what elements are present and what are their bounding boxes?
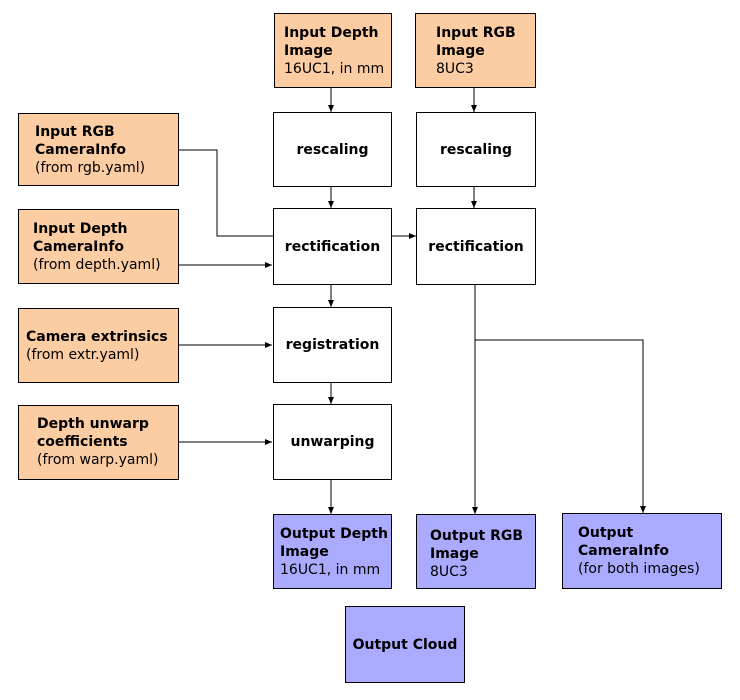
output-camerainfo-box: Output CameraInfo (for both images) <box>562 513 722 589</box>
output-rgb-image-sub: 8UC3 <box>430 564 468 580</box>
output-rgb-image-box: Output RGB Image 8UC3 <box>416 514 536 589</box>
output-camerainfo-title: Output CameraInfo <box>578 525 670 559</box>
output-camerainfo-sub: (for both images) <box>578 561 700 577</box>
output-depth-image-box: Output Depth Image 16UC1, in mm <box>273 514 392 589</box>
input-rgb-camerainfo-title: Input RGB CameraInfo <box>35 124 127 158</box>
input-rgb-camerainfo-box: Input RGB CameraInfo (from rgb.yaml) <box>18 113 179 186</box>
rgb-rescaling-box: rescaling <box>416 112 536 187</box>
output-cloud-title: Output Cloud <box>352 636 458 653</box>
registration-label: registration <box>285 337 380 353</box>
input-depth-image-sub: 16UC1, in mm <box>284 61 385 77</box>
input-extrinsics-box: Camera extrinsics (from extr.yaml) <box>18 308 179 383</box>
rgb-rectification-box: rectification <box>416 208 536 285</box>
input-extrinsics-sub: (from extr.yaml) <box>26 347 140 363</box>
output-rgb-image-title: Output RGB Image <box>430 528 524 562</box>
input-rgb-image-title: Input RGB Image <box>436 25 516 59</box>
input-unwarp-box: Depth unwarp coefficients (from warp.yam… <box>18 405 179 480</box>
input-unwarp-title: Depth unwarp coefficients <box>37 416 149 450</box>
input-depth-image-box: Input Depth Image 16UC1, in mm <box>274 13 392 88</box>
input-depth-camerainfo-sub: (from depth.yaml) <box>33 257 161 273</box>
depth-rescaling-label: rescaling <box>296 141 369 158</box>
input-unwarp-sub: (from warp.yaml) <box>37 452 159 468</box>
unwarping-label: unwarping <box>290 434 375 450</box>
output-cloud-box: Output Cloud <box>345 606 465 683</box>
depth-rectification-label: rectification <box>284 238 381 255</box>
output-depth-image-sub: 16UC1, in mm <box>280 562 381 578</box>
rgb-rectification-label: rectification <box>428 238 524 255</box>
registration-box: registration <box>273 307 392 383</box>
arrow-to-output-camerainfo <box>475 339 646 513</box>
input-rgb-image-box: Input RGB Image 8UC3 <box>415 13 536 88</box>
input-extrinsics-title: Camera extrinsics <box>26 329 168 345</box>
depth-rectification-box: rectification <box>273 208 392 285</box>
rgb-rescaling-label: rescaling <box>439 141 513 158</box>
output-depth-image-title: Output Depth Image <box>280 526 388 560</box>
input-depth-image-title: Input Depth Image <box>284 25 379 59</box>
unwarping-box: unwarping <box>273 404 392 480</box>
input-depth-camerainfo-title: Input Depth CameraInfo <box>33 221 128 255</box>
depth-rescaling-box: rescaling <box>273 112 392 187</box>
input-depth-camerainfo-box: Input Depth CameraInfo (from depth.yaml) <box>18 209 179 284</box>
input-rgb-image-sub: 8UC3 <box>436 61 474 77</box>
input-rgb-camerainfo-sub: (from rgb.yaml) <box>35 160 146 176</box>
